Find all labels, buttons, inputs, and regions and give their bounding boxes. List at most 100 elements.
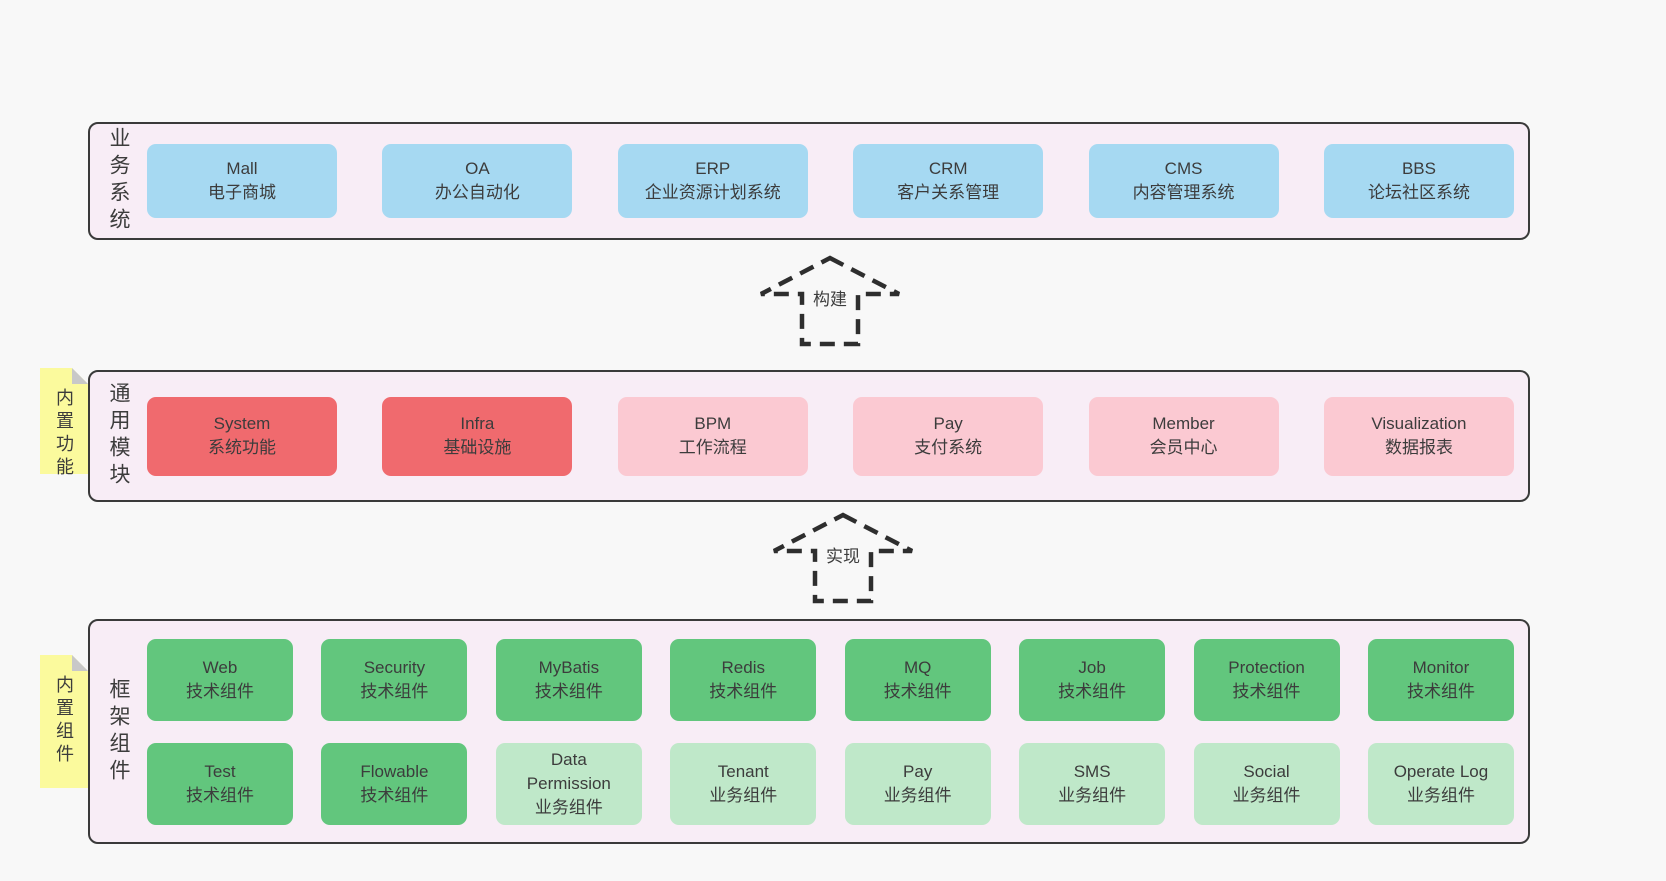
- box-subtitle: 技术组件: [1232, 681, 1301, 701]
- box-subtitle: 论坛社区系统: [1367, 183, 1470, 202]
- box-subtitle: 工作流程: [678, 438, 747, 457]
- box-subtitle: 业务组件: [534, 797, 603, 817]
- business-boxes: Mall 电子商城 OA 办公自动化 ERP 企业资源计划系统 CRM 客户关系管理 CMS 内容…: [147, 124, 1514, 238]
- box-subtitle: 技术组件: [534, 681, 603, 701]
- business-box-cms: CMS 内容管理系统: [1088, 144, 1279, 218]
- box-subtitle: 技术组件: [360, 681, 429, 701]
- box-title: ERP: [695, 159, 731, 178]
- components-box-protection: Protection 技术组件: [1193, 638, 1340, 721]
- box-subtitle: 办公自动化: [434, 183, 520, 202]
- box-title: Operate Log: [1393, 761, 1489, 781]
- panel-side-label: 业务系统: [107, 127, 130, 235]
- components-box-mq: MQ 技术组件: [844, 638, 991, 721]
- box-subtitle: 技术组件: [709, 681, 778, 701]
- box-title: Mall: [226, 159, 258, 178]
- box-subtitle: 电子商城: [208, 183, 276, 202]
- box-title: MyBatis: [538, 657, 600, 677]
- box-title: Monitor: [1412, 657, 1470, 677]
- box-subtitle: 业务组件: [883, 785, 952, 805]
- box-title: MQ: [903, 657, 932, 677]
- business-row: Mall 电子商城 OA 办公自动化 ERP 企业资源计划系统 CRM 客户关系管理 CMS 内容…: [147, 144, 1514, 218]
- box-subtitle: 技术组件: [360, 785, 429, 805]
- panel-side-label: 通用模块: [107, 382, 130, 490]
- box-subtitle: 系统功能: [208, 438, 276, 457]
- box-subtitle: 业务组件: [1232, 785, 1301, 805]
- box-title: Pay: [933, 414, 963, 433]
- box-title: Pay: [903, 761, 933, 781]
- box-title: System: [213, 414, 271, 433]
- components-box-data-permission: Data Permission 业务组件: [495, 742, 642, 825]
- box-title: BPM: [694, 414, 732, 433]
- up-arrow-icon: [772, 512, 914, 604]
- box-title: Member: [1152, 414, 1215, 433]
- note-label: 内置组件: [54, 675, 74, 767]
- box-subtitle: 技术组件: [186, 785, 254, 805]
- box-title: Redis: [721, 657, 765, 677]
- modules-box-member: Member 会员中心: [1088, 396, 1279, 476]
- builtin-components-note: 内置组件: [40, 655, 88, 788]
- box-title: Protection: [1228, 657, 1305, 677]
- box-subtitle: 内容管理系统: [1132, 183, 1235, 202]
- build-arrow: 构建: [755, 255, 905, 347]
- box-title: Data Permission: [526, 749, 611, 793]
- components-box-pay: Pay 业务组件: [844, 742, 991, 825]
- business-box-erp: ERP 企业资源计划系统: [617, 144, 808, 218]
- arrow-label: 构建: [809, 283, 851, 312]
- implement-arrow: 实现: [768, 512, 918, 604]
- box-title: BBS: [1401, 159, 1436, 178]
- note-label: 内置功能: [54, 388, 74, 480]
- box-subtitle: 会员中心: [1149, 438, 1218, 457]
- business-box-bbs: BBS 论坛社区系统: [1323, 144, 1514, 218]
- components-box-mybatis: MyBatis 技术组件: [495, 638, 642, 721]
- box-subtitle: 技术组件: [186, 681, 254, 701]
- components-box-test: Test 技术组件: [147, 742, 293, 825]
- business-box-mall: Mall 电子商城: [147, 144, 337, 218]
- arrow-label: 实现: [822, 540, 864, 569]
- box-title: CMS: [1164, 159, 1203, 178]
- panel-side-label: 框架组件: [107, 677, 130, 786]
- business-systems-panel: 业务系统 Mall 电子商城 OA 办公自动化 ERP 企业资源计划系统 CRM 客户关系管理…: [88, 122, 1530, 240]
- common-modules-panel: 通用模块 System 系统功能 Infra 基础设施 BPM 工作流程 Pay 支付系统 Me…: [88, 370, 1530, 502]
- box-subtitle: 数据报表: [1384, 438, 1453, 457]
- box-subtitle: 基础设施: [443, 438, 512, 457]
- business-box-oa: OA 办公自动化: [382, 144, 573, 218]
- modules-boxes: System 系统功能 Infra 基础设施 BPM 工作流程 Pay 支付系统 Member 会…: [147, 372, 1514, 500]
- components-row: Test 技术组件 Flowable 技术组件 Data Permission 业务组件 T…: [147, 742, 1514, 825]
- box-subtitle: 业务组件: [1406, 785, 1475, 805]
- box-title: Flowable: [360, 761, 429, 781]
- box-title: Social: [1243, 761, 1290, 781]
- modules-box-system: System 系统功能: [147, 396, 337, 476]
- up-arrow-icon: [759, 255, 901, 347]
- components-box-flowable: Flowable 技术组件: [321, 742, 468, 825]
- modules-row: System 系统功能 Infra 基础设施 BPM 工作流程 Pay 支付系统 Member 会…: [147, 396, 1514, 476]
- box-title: OA: [465, 159, 490, 178]
- box-subtitle: 业务组件: [1058, 785, 1127, 805]
- box-title: Tenant: [717, 761, 769, 781]
- components-box-social: Social 业务组件: [1193, 742, 1340, 825]
- box-title: Security: [363, 657, 426, 677]
- components-box-security: Security 技术组件: [321, 638, 468, 721]
- box-title: CRM: [928, 159, 968, 178]
- components-box-operate-log: Operate Log 业务组件: [1367, 742, 1514, 825]
- components-box-redis: Redis 技术组件: [670, 638, 817, 721]
- modules-box-infra: Infra 基础设施: [382, 396, 573, 476]
- box-subtitle: 企业资源计划系统: [644, 183, 781, 202]
- box-subtitle: 技术组件: [883, 681, 952, 701]
- box-title: Job: [1078, 657, 1106, 677]
- box-subtitle: 支付系统: [914, 438, 983, 457]
- box-subtitle: 技术组件: [1058, 681, 1127, 701]
- business-box-crm: CRM 客户关系管理: [853, 144, 1044, 218]
- box-subtitle: 客户关系管理: [897, 183, 1000, 202]
- box-title: Test: [204, 761, 236, 781]
- modules-box-bpm: BPM 工作流程: [617, 396, 808, 476]
- builtin-functions-note: 内置功能: [40, 368, 88, 480]
- box-title: Infra: [460, 414, 495, 433]
